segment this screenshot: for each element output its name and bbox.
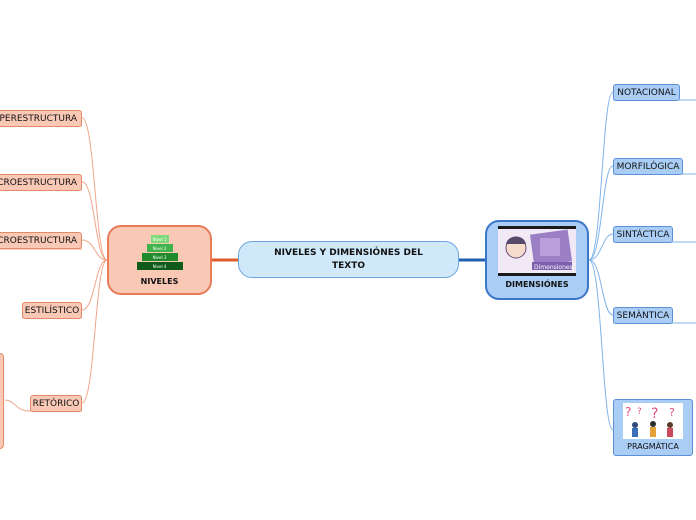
retorico-node[interactable]: RETÓRICO (30, 395, 82, 412)
microestructura-node[interactable]: MICROESTRUCTURA (0, 232, 82, 249)
hidden-subnode[interactable] (0, 353, 4, 449)
svg-text:?: ? (669, 406, 675, 419)
sintactica-node[interactable]: SINTÁCTICA (613, 226, 673, 243)
pyramid-level-3: Nivel 3 (141, 253, 178, 261)
question-people-icon: ? ? ? ? (623, 403, 683, 439)
macroestructura-label: MACROESTRUCTURA (0, 177, 77, 188)
pyramid-image: Nivel 1 Nivel 2 Nivel 3 Nivel 4 (136, 233, 183, 273)
svg-text:?: ? (637, 407, 642, 417)
illustration-icon (498, 229, 576, 273)
svg-text:?: ? (651, 406, 658, 422)
niveles-node[interactable]: Nivel 1 Nivel 2 Nivel 3 Nivel 4 NIVELES (107, 225, 212, 295)
estilistico-label: ESTILÍSTICO (24, 305, 80, 316)
estilistico-node[interactable]: ESTILÍSTICO (22, 302, 82, 319)
macroestructura-node[interactable]: MACROESTRUCTURA (0, 174, 82, 191)
dimensiones-node[interactable]: Dimensiones DIMENSIÓNES (485, 220, 589, 300)
superestructura-label: SUPERESTRUCTURA (0, 113, 77, 124)
pyramid-level-2: Nivel 2 (146, 244, 173, 252)
superestructura-node[interactable]: SUPERESTRUCTURA (0, 110, 82, 127)
niveles-label: NIVELES (140, 277, 179, 286)
retorico-label: RETÓRICO (32, 398, 80, 409)
svg-text:?: ? (625, 405, 631, 419)
pyramid-level-1: Nivel 1 (150, 235, 169, 243)
semantica-node[interactable]: SEMÀNTICA (613, 307, 673, 324)
dimensiones-image: Dimensiones (498, 226, 576, 276)
morfilogica-label: MORFILÒGICA (616, 161, 680, 172)
semantica-label: SEMÀNTICA (616, 310, 670, 321)
dimensiones-label: DIMENSIÓNES (505, 280, 569, 289)
notacional-node[interactable]: NOTACIONAL (613, 84, 680, 101)
central-topic-title: NIVELES Y DIMENSIÓNES DEL TEXTO (274, 247, 423, 271)
central-topic[interactable]: NIVELES Y DIMENSIÓNES DEL TEXTO (238, 241, 459, 278)
pyramid-level-4: Nivel 4 (136, 262, 183, 270)
morfilogica-node[interactable]: MORFILÒGICA (613, 158, 683, 175)
microestructura-label: MICROESTRUCTURA (0, 235, 77, 246)
sintactica-label: SINTÁCTICA (616, 229, 670, 240)
pragmatica-label: PRAGMÀTICA (627, 442, 679, 451)
pragmatica-node[interactable]: ? ? ? ? PRAGMÀTICA (613, 399, 693, 456)
notacional-label: NOTACIONAL (617, 87, 676, 98)
dimensiones-image-caption: Dimensiones (534, 264, 573, 271)
